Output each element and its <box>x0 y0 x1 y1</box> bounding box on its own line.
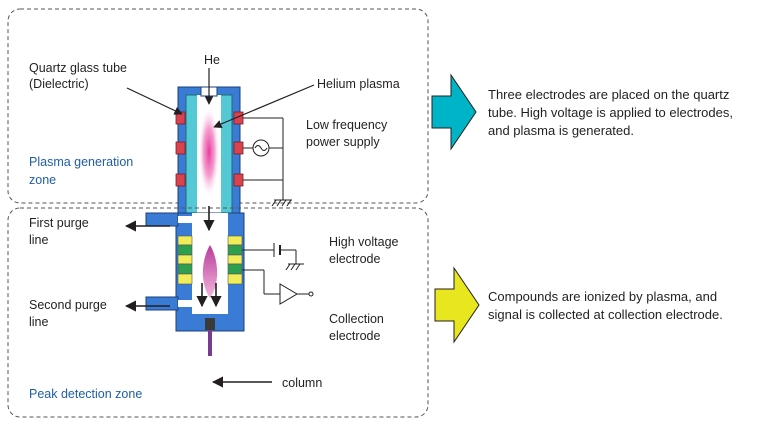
power-supply-label-line2: power supply <box>306 135 380 149</box>
plasma-description: Three electrodes are placed on the quart… <box>488 87 737 138</box>
hv-electrode-label: High voltage electrode <box>329 235 402 266</box>
helium-plasma-label: Helium plasma <box>317 77 400 91</box>
collection-electrode-label-line2: electrode <box>329 329 380 343</box>
hv-electrode-label-line1: High voltage <box>329 235 399 249</box>
helium-plasma-glow <box>199 108 219 196</box>
flow-arrows <box>124 206 272 388</box>
power-supply-label: Low frequency power supply <box>306 118 391 149</box>
second-purge-label: Second purge line <box>29 298 110 329</box>
helium-plasma-pointer <box>213 84 315 128</box>
first-purge-label-line2: line <box>29 233 49 247</box>
helium-gas-label: He <box>204 53 220 67</box>
detector-circuit <box>242 243 314 305</box>
electrode-left-2 <box>175 141 186 155</box>
detector-electrodes <box>177 235 243 285</box>
plasma-zone-title-line1: Plasma generation <box>29 155 133 169</box>
detection-callout-arrow <box>434 266 480 344</box>
detection-description-line2: signal is collected at collection electr… <box>488 307 723 322</box>
quartz-tube-label: Quartz glass tube (Dielectric) <box>29 61 130 91</box>
detection-description-line1: Compounds are ionized by plasma, and <box>488 289 717 304</box>
detection-zone-border <box>7 207 429 418</box>
column-fitting <box>205 318 215 330</box>
quartz-tube-label-line2: (Dielectric) <box>29 77 89 91</box>
power-supply-circuit <box>243 117 292 207</box>
column-label: column <box>282 376 322 390</box>
power-supply-label-line1: Low frequency <box>306 118 388 132</box>
plasma-description-line2: tube. High voltage is applied to electro… <box>488 105 733 120</box>
detection-zone-title: Peak detection zone <box>29 387 142 401</box>
plasma-description-line1: Three electrodes are placed on the quart… <box>488 87 729 102</box>
electrode-left-3 <box>175 173 186 187</box>
plasma-zone-title: Plasma generation zone <box>29 155 137 187</box>
plasma-zone-title-line2: zone <box>29 173 56 187</box>
second-purge-label-line1: Second purge <box>29 298 107 312</box>
detection-description: Compounds are ionized by plasma, and sig… <box>488 289 723 322</box>
column-tube <box>208 330 212 356</box>
electrode-right-3 <box>233 173 244 187</box>
electrode-right-2 <box>233 141 244 155</box>
quartz-tube-pointer <box>126 87 183 115</box>
first-purge-label-line1: First purge <box>29 216 89 230</box>
ionization-flame <box>202 245 218 298</box>
collection-electrode-label: Collection electrode <box>329 312 387 343</box>
collection-electrode-label-line1: Collection <box>329 312 384 326</box>
quartz-tube-label-line1: Quartz glass tube <box>29 61 127 75</box>
plasma-callout-arrow <box>431 73 477 151</box>
second-purge-label-line2: line <box>29 315 49 329</box>
plasma-description-line3: and plasma is generated. <box>488 123 634 138</box>
hv-electrode-label-line2: electrode <box>329 252 380 266</box>
first-purge-label: First purge line <box>29 216 92 247</box>
